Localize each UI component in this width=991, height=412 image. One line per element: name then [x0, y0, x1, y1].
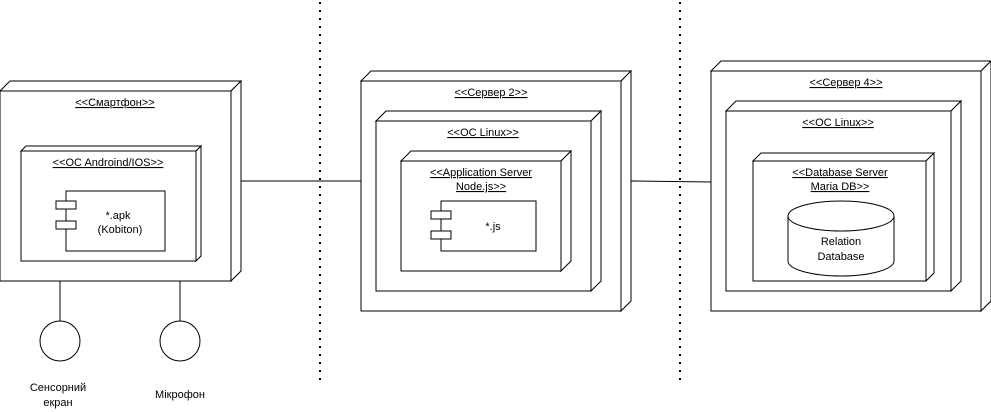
apk-component-name: *.apk [105, 210, 131, 222]
database-cylinder[interactable]: Relation Database [787, 200, 895, 277]
linux-os-title-server2: <<OC Linux>> [447, 127, 519, 139]
linux-os-title-server4: <<OC Linux>> [802, 117, 874, 129]
database-label-line1: Relation [821, 236, 861, 248]
apk-component-subtitle: (Kobiton) [98, 224, 143, 236]
server4-title: <<Сервер 4>> [809, 77, 882, 89]
connector-server2-server4 [630, 180, 712, 183]
server2-title: <<Сервер 2>> [454, 87, 527, 99]
database-server-title: <<Database Server [792, 167, 888, 179]
js-component[interactable]: *.js [430, 200, 537, 252]
application-server-title: <<Application Server [430, 167, 532, 179]
application-server-subtitle: Node.js>> [456, 181, 506, 193]
microphone-label: Мікрофон [155, 389, 205, 401]
database-server-subtitle: Maria DB>> [811, 181, 870, 193]
touchscreen-label-line1: Сенсорний [30, 382, 86, 394]
smartphone-title: <<Смартфон>> [75, 97, 154, 109]
mobile-os-title: <<OC Androind/IOS>> [53, 157, 164, 169]
apk-component[interactable]: *.apk (Kobiton) [55, 190, 166, 252]
microphone-interface[interactable]: Мікрофон [155, 320, 205, 401]
touchscreen-label-line2: екран [43, 397, 72, 409]
js-component-label: *.js [485, 221, 501, 233]
database-label-line2: Database [817, 251, 864, 263]
touchscreen-interface[interactable]: Сенсорний екран [30, 320, 86, 409]
